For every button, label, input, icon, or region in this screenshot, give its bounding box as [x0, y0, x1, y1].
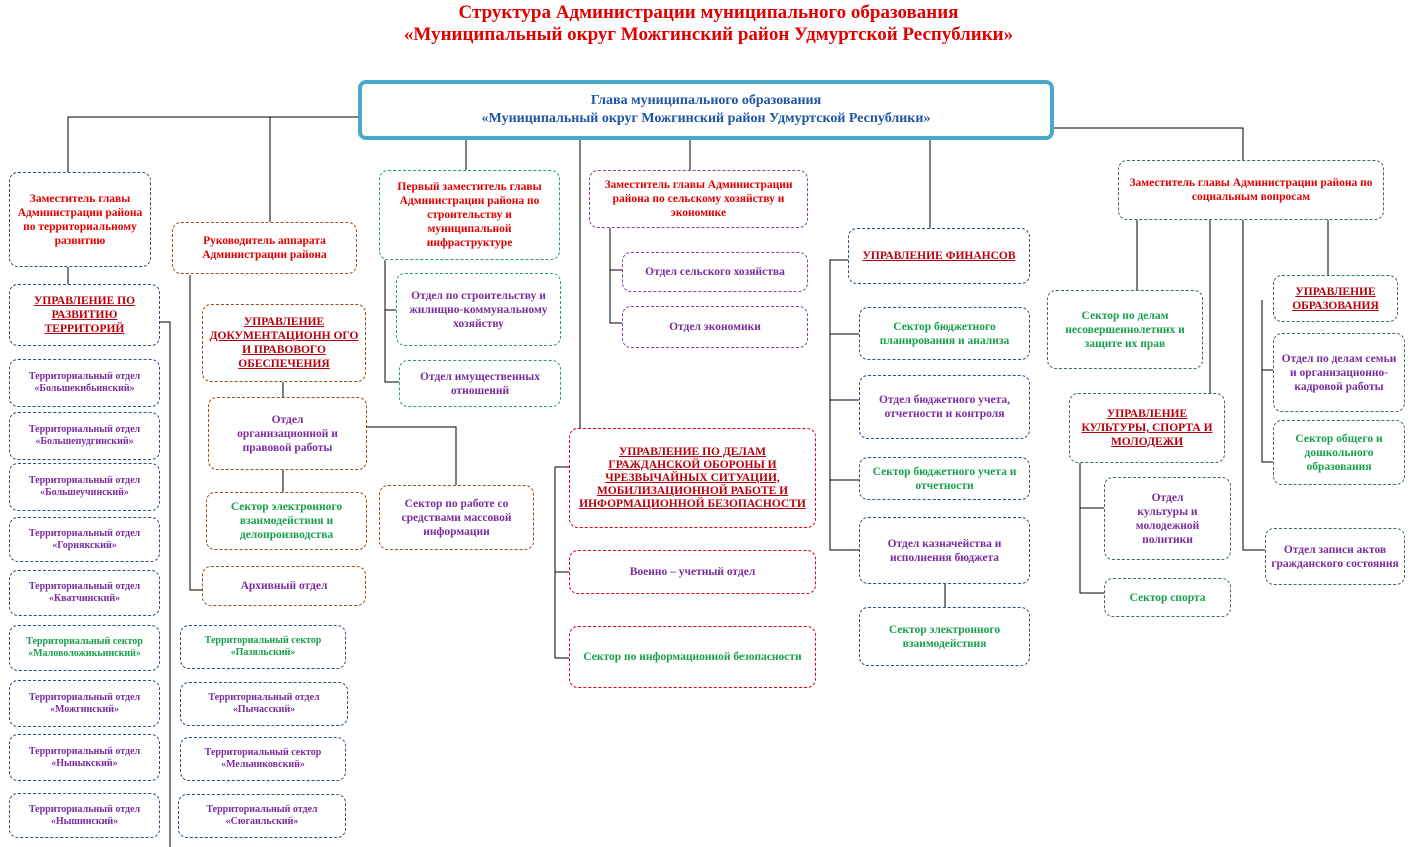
culture-sport-youth-dept-box: УПРАВЛЕНИЕ КУЛЬТУРЫ, СПОРТА И МОЛОДЕЖИ [1069, 393, 1225, 463]
finance-unit-box: Отдел бюджетного учета, отчетности и кон… [859, 375, 1030, 439]
archive-dept-box: Архивный отдел [202, 566, 366, 606]
territorial-unit-box: Территориальный сектор «Мельниковский» [180, 737, 346, 781]
first-deputy-construction-box: Первый заместитель главы Администрации р… [379, 170, 560, 260]
chart-title-line2: «Муниципальный округ Можгинский район Уд… [403, 24, 1014, 45]
e-document-sector-box: Сектор электронного взаимодействия и дел… [206, 492, 367, 550]
civil-registry-dept-box: Отдел записи актов гражданского состояни… [1265, 528, 1405, 585]
finance-unit-box: Сектор электронного взаимодействия [859, 607, 1030, 666]
economy-dept-box: Отдел экономики [622, 306, 808, 348]
minors-affairs-sector-box: Сектор по делам несовершеннолетних и защ… [1047, 290, 1203, 369]
territorial-unit-box: Территориальный сектор «Пазяльский» [180, 625, 346, 669]
sport-sector-box: Сектор спорта [1104, 578, 1231, 617]
family-personnel-dept-box: Отдел по делам семьи и организационно-ка… [1273, 333, 1405, 412]
deputy-social-box: Заместитель главы Администрации района п… [1118, 160, 1384, 220]
territorial-unit-box: Территориальный сектор «Маловоложикьинск… [9, 625, 160, 671]
chart-title-line1: Структура Администрации муниципального о… [458, 2, 959, 23]
head-of-municipality-box: Глава муниципального образования «Муници… [358, 80, 1054, 140]
construction-housing-dept-box: Отдел по строительству и жилищно-коммуна… [396, 273, 561, 346]
territorial-unit-box: Территориальный отдел «Кватчинский» [9, 570, 160, 616]
territorial-unit-box: Территориальный отдел «Сюгаильский» [178, 794, 346, 838]
deputy-territorial-box: Заместитель главы Администрации района п… [9, 172, 151, 267]
territorial-unit-box: Территориальный отдел «Пычасский» [180, 682, 348, 726]
territorial-unit-box: Территориальный отдел «Горнякский» [9, 517, 160, 562]
agriculture-dept-box: Отдел сельского хозяйства [622, 252, 808, 292]
finance-unit-box: Сектор бюджетного планирования и анализа [859, 307, 1030, 360]
territorial-unit-box: Территориальный отдел «Ныныкский» [9, 734, 160, 781]
territory-development-dept-box: УПРАВЛЕНИЕ ПО РАЗВИТИЮ ТЕРРИТОРИЙ [9, 284, 160, 346]
military-registration-dept-box: Военно – учетный отдел [569, 550, 816, 594]
property-relations-dept-box: Отдел имущественных отношений [399, 360, 561, 407]
finance-unit-box: Сектор бюджетного учета и отчетности [859, 457, 1030, 500]
territorial-unit-box: Территориальный отдел «Большеучинский» [9, 463, 160, 511]
finance-unit-box: Отдел казначейства и исполнения бюджета [859, 517, 1030, 584]
documentation-legal-dept-box: УПРАВЛЕНИЕ ДОКУМЕНТАЦИОНН ОГО И ПРАВОВОГ… [202, 304, 366, 382]
general-preschool-sector-box: Сектор общего и дошкольного образования [1273, 420, 1405, 485]
civil-defense-dept-box: УПРАВЛЕНИЕ ПО ДЕЛАМ ГРАЖДАНСКОЙ ОБОРОНЫ … [569, 428, 816, 528]
organizational-legal-dept-box: Отдел организационной и правовой работы [208, 397, 367, 470]
territorial-unit-box: Территориальный отдел «Нышинский» [9, 793, 160, 838]
finance-dept-box: УПРАВЛЕНИЕ ФИНАНСОВ [848, 228, 1030, 284]
territorial-unit-box: Территориальный отдел «Большепудгинский» [9, 412, 160, 460]
deputy-agriculture-economy-box: Заместитель главы Администрации района п… [589, 170, 808, 228]
territorial-unit-box: Территориальный отдел «Можгинский» [9, 680, 160, 727]
chief-of-staff-box: Руководитель аппарата Администрации райо… [172, 222, 357, 274]
information-security-sector-box: Сектор по информационной безопасности [569, 626, 816, 688]
education-dept-box: УПРАВЛЕНИЕ ОБРАЗОВАНИЯ [1273, 275, 1398, 322]
mass-media-sector-box: Сектор по работе со средствами массовой … [379, 485, 534, 550]
territorial-unit-box: Территориальный отдел «Большекибьинский» [9, 359, 160, 407]
culture-youth-policy-dept-box: Отдел культуры и молодежной политики [1104, 477, 1231, 560]
